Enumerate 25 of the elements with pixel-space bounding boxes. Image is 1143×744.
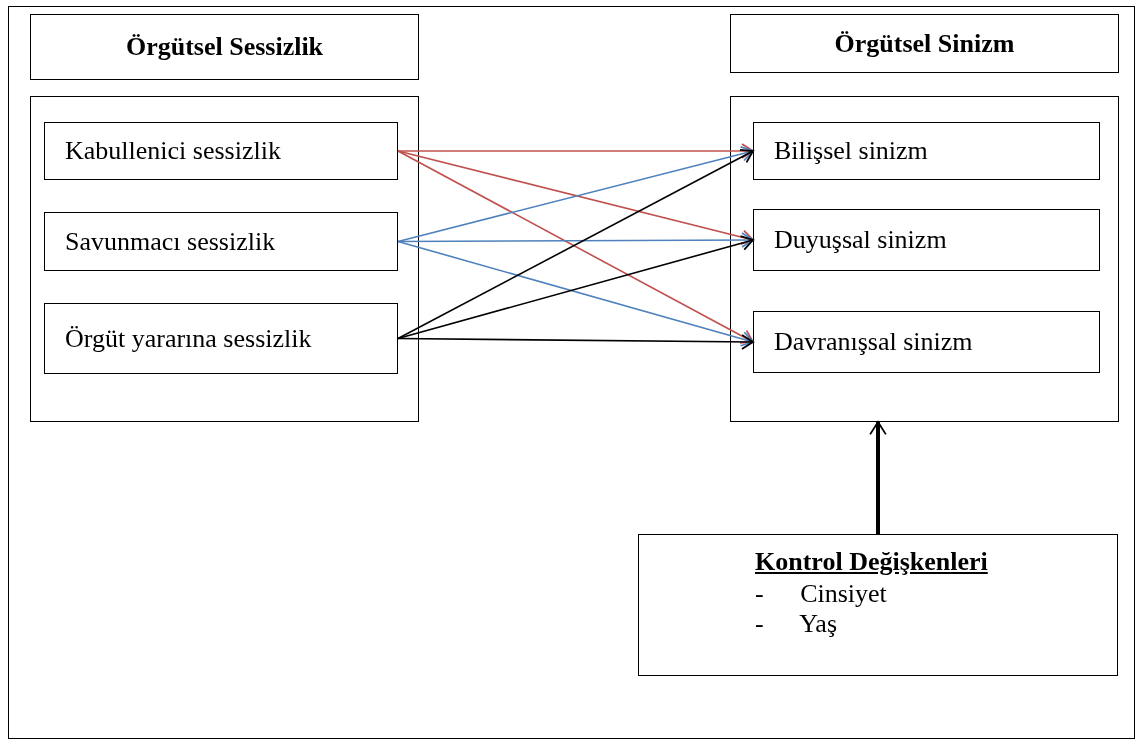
construct-label: Savunmacı sessizlik (65, 226, 276, 257)
construct-label: Duyuşsal sinizm (774, 225, 947, 255)
box-outline (730, 96, 1119, 422)
construct-label: Kabullenici sessizlik (65, 136, 281, 166)
construct-label: Örgüt yararına sessizlik (65, 323, 312, 354)
heading-box (30, 14, 419, 80)
arrow (869, 421, 887, 534)
construct-box (753, 311, 1100, 373)
heading-text: Örgütsel Sessizlik (125, 32, 324, 62)
arrow (397, 143, 754, 159)
construct-box (44, 212, 398, 271)
construct-box (44, 122, 398, 180)
construct-box (753, 209, 1100, 271)
list-item: - Yaş (755, 608, 839, 639)
heading-text: Örgütsel Sinizm (834, 28, 1015, 59)
box-outline (30, 96, 419, 422)
construct-box (44, 303, 398, 374)
box-heading: Kontrol Değişkenleri (755, 547, 989, 577)
arrow (397, 334, 754, 350)
construct-label: Davranışsal sinizm (774, 327, 973, 357)
construct-box (753, 122, 1100, 180)
construct-label: Bilişsel sinizm (774, 136, 928, 166)
control-variables-box (638, 534, 1118, 676)
list-item: - Cinsiyet (755, 578, 888, 609)
heading-box (730, 14, 1119, 73)
